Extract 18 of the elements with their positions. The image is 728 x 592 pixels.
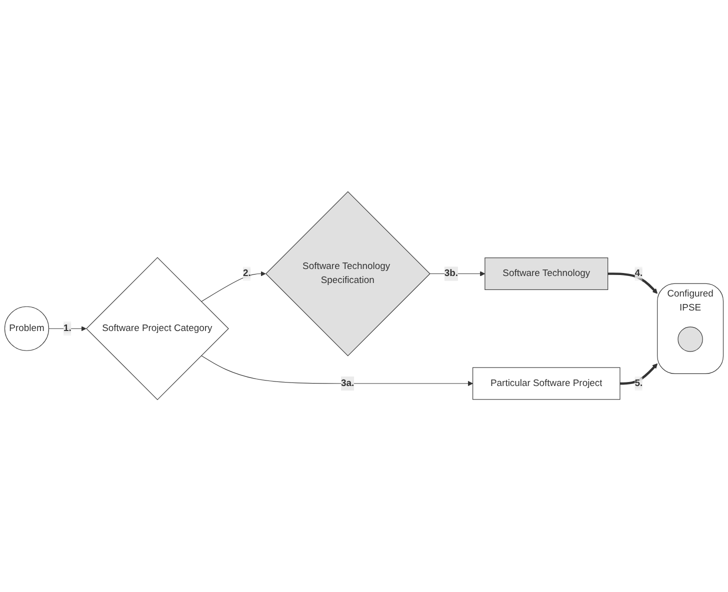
node-box: Software Technology: [484, 258, 608, 290]
edge-label: 4.: [634, 268, 643, 279]
node-diamond: Software Technology Specification: [265, 192, 430, 356]
edge-label: 1.: [64, 324, 72, 334]
node-box: Particular Software Project: [472, 368, 620, 400]
arrow: [200, 271, 266, 302]
arrow: [200, 356, 474, 386]
cluster: Configured IPSE: [657, 284, 724, 374]
node-circle: Problem: [4, 306, 50, 352]
edge-label: 3b.: [444, 268, 458, 279]
node-circle: [678, 326, 703, 352]
arrow: [620, 364, 658, 385]
edge-label: 2.: [242, 268, 251, 279]
edge-label: 3a.: [341, 378, 354, 389]
arrow: [608, 272, 658, 294]
arrow: [48, 326, 86, 332]
node-diamond: Software Project Category: [86, 257, 229, 400]
edge-label: 5.: [634, 378, 643, 389]
